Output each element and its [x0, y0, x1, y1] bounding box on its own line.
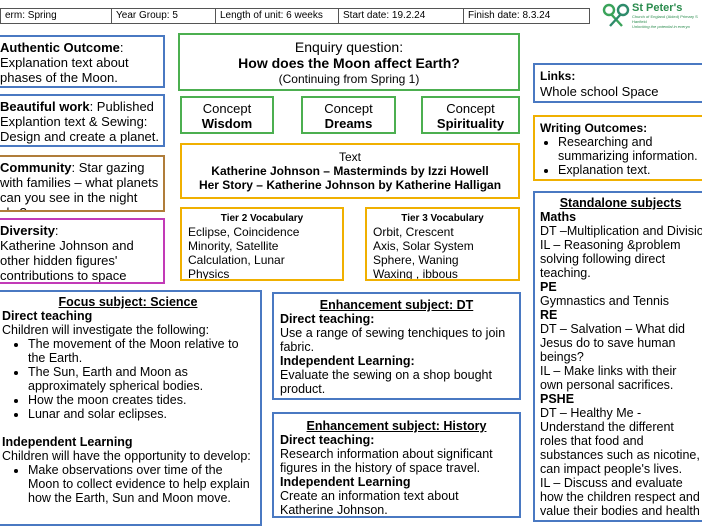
header-year-group: Year Group: 5	[111, 8, 216, 24]
header-length: Length of unit: 6 weeks	[215, 8, 339, 24]
writing-title: Writing Outcomes:	[540, 121, 648, 135]
history-title: Enhancement subject: History	[306, 419, 487, 433]
diversity-title: Diversity	[0, 223, 55, 238]
tier2-word: Minority, Satellite	[188, 239, 279, 253]
subject-heading-pshe: PSHE	[540, 392, 575, 406]
history-direct-body: Research information about significant f…	[280, 447, 493, 475]
enquiry-box: Enquiry question: How does the Moon affe…	[178, 33, 520, 91]
enquiry-note: (Continuing from Spring 1)	[278, 72, 420, 86]
subject-heading-pe: PE	[540, 280, 557, 294]
standalone-title: Standalone subjects	[559, 196, 682, 210]
dt-direct-label: Direct teaching:	[280, 312, 375, 326]
authentic-title: Authentic Outcome	[0, 40, 120, 55]
science-direct-label: Direct teaching	[2, 309, 93, 323]
concept-spirituality: Concept Spirituality	[421, 96, 520, 134]
writing-item: Researching and summarizing information.	[558, 135, 701, 163]
writing-item: Explanation text.	[558, 163, 701, 177]
tier2-word: Eclipse, Coincidence	[188, 225, 300, 239]
science-box: Focus subject: Science Direct teaching C…	[0, 290, 262, 526]
subject-line: IL – Reasoning &problem solving followin…	[540, 238, 681, 280]
dt-direct-body: Use a range of sewing tenchiques to join…	[280, 326, 506, 354]
subject-line: DT – Salvation – What did Jesus do to sa…	[540, 322, 685, 364]
concept-value: Wisdom	[201, 116, 253, 131]
science-indep-label: Independent Learning	[2, 435, 133, 449]
writing-outcomes-box: Writing Outcomes: Researching and summar…	[533, 115, 702, 181]
header-finish-date: Finish date: 8.3.24	[463, 8, 590, 24]
tier2-word: Calculation, Lunar	[188, 253, 285, 267]
links-title: Links:	[540, 69, 576, 83]
concept-value: Spirituality	[436, 116, 505, 131]
subject-heading-maths: Maths	[540, 210, 577, 224]
concept-label: Concept	[202, 101, 252, 116]
text-book-1: Katherine Johnson – Masterminds by Izzi …	[211, 164, 489, 178]
beautiful-work-box: Beautiful work: Published Explantion tex…	[0, 94, 165, 147]
subject-line: IL – Discuss and evaluate how the childr…	[540, 476, 700, 518]
logo-tagline: Unlocking the potential in everyo	[632, 24, 690, 29]
dt-indep-label: Independent Learning:	[280, 354, 415, 368]
beautiful-body: : Published Explantion text & Sewing: De…	[0, 99, 159, 144]
tier3-word: Waxing , ibbous	[373, 267, 458, 281]
tier3-vocabulary-box: Tier 3 Vocabulary Orbit, Crescent Axis, …	[365, 207, 520, 281]
tier2-word: Physics	[188, 267, 230, 281]
subject-line: DT –Multiplication and Division	[540, 224, 702, 238]
subject-heading-re: RE	[540, 308, 558, 322]
science-direct-item: The Sun, Earth and Moon as approximately…	[28, 365, 254, 393]
science-indep-item: Make observations over time of the Moon …	[28, 463, 254, 505]
logo-name: St Peter's	[632, 2, 683, 14]
science-indep-intro: Children will have the opportunity to de…	[2, 449, 251, 463]
concept-value: Dreams	[324, 116, 373, 131]
links-box: Links: Whole school Space project	[533, 63, 702, 103]
subject-line: Gymnastics and Tennis	[540, 294, 669, 308]
authentic-body: Explanation text about phases of the Moo…	[0, 55, 129, 85]
enquiry-label: Enquiry question:	[294, 39, 404, 55]
tier3-title: Tier 3 Vocabulary	[401, 213, 484, 224]
history-direct-label: Direct teaching:	[280, 433, 375, 447]
concept-label: Concept	[446, 101, 495, 116]
science-direct-item: How the moon creates tides.	[28, 393, 254, 407]
text-box: Text Katherine Johnson – Masterminds by …	[180, 143, 520, 199]
text-label: Text	[338, 150, 361, 164]
concept-label: Concept	[324, 101, 373, 116]
community-box: Community: Star gazing with families – w…	[0, 155, 165, 212]
header-start-date: Start date: 19.2.24	[338, 8, 464, 24]
science-direct-item: The movement of the Moon relative to the…	[28, 337, 254, 365]
community-body: : Star gazing with families – what plane…	[0, 160, 159, 210]
tier2-vocabulary-box: Tier 2 Vocabulary Eclipse, Coincidence M…	[180, 207, 344, 281]
dt-title: Enhancement subject: DT	[319, 298, 474, 312]
community-title: Community	[0, 160, 72, 175]
authentic-outcome-box: Authentic Outcome: Explanation text abou…	[0, 35, 165, 88]
concept-wisdom: Concept Wisdom	[180, 96, 274, 134]
history-indep-body: Create an information text about Katheri…	[280, 489, 459, 517]
subject-line: IL – Make links with their own personal …	[540, 364, 677, 392]
tier3-word: Sphere, Waning	[373, 253, 459, 267]
history-box: Enhancement subject: History Direct teac…	[272, 412, 521, 518]
tier3-word: Axis, Solar System	[373, 239, 474, 253]
science-title: Focus subject: Science	[58, 295, 198, 309]
enquiry-question: How does the Moon affect Earth?	[238, 55, 460, 71]
subject-line: DT – Healthy Me - Understand the differe…	[540, 406, 700, 476]
tier3-word: Orbit, Crescent	[373, 225, 454, 239]
links-body: Whole school Space project	[540, 84, 659, 99]
logo-line2: Hanfield	[632, 19, 647, 24]
science-direct-item: Lunar and solar eclipses.	[28, 407, 254, 421]
diversity-body: Katherine Johnson and other hidden figur…	[0, 238, 134, 283]
logo-line1: Church of England (Aided) Primary S	[632, 14, 698, 19]
header-term: erm: Spring	[0, 8, 112, 24]
diversity-box: Diversity: Katherine Johnson and other h…	[0, 218, 165, 284]
dt-indep-body: Evaluate the sewing on a shop bought pro…	[280, 368, 492, 396]
concept-dreams: Concept Dreams	[301, 96, 396, 134]
science-direct-intro: Children will investigate the following:	[2, 323, 210, 337]
history-indep-label: Independent Learning	[280, 475, 411, 489]
standalone-box: Standalone subjects Maths DT –Multiplica…	[533, 191, 702, 522]
school-logo: St Peter's Church of England (Aided) Pri…	[601, 1, 702, 33]
keys-logo-icon	[602, 3, 630, 27]
text-book-2: Her Story – Katherine Johnson by Katheri…	[198, 178, 502, 192]
beautiful-title: Beautiful work	[0, 99, 90, 114]
dt-box: Enhancement subject: DT Direct teaching:…	[272, 292, 521, 400]
tier2-title: Tier 2 Vocabulary	[220, 213, 304, 224]
